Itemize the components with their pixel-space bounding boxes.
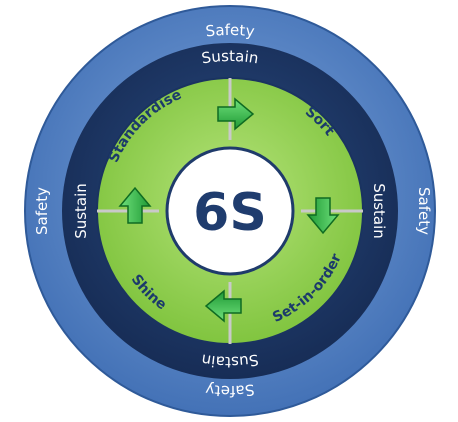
arrow-right-icon [217,97,255,131]
arrow-up-icon [118,186,152,224]
arrow-left-icon [204,289,242,323]
safety-label-right: Safety [415,187,433,235]
sustain-label-top: Sustain [200,47,260,68]
safety-label-left: Safety [33,187,51,235]
arrow-down-icon [306,197,340,235]
center-circle [165,146,295,276]
safety-label-bottom: Safety [204,380,255,400]
safety-label-top: Safety [205,21,256,41]
center-label: 6S [193,183,267,243]
sustain-label-right: Sustain [370,183,388,239]
sustain-label-left: Sustain [72,183,90,239]
sustain-label-bottom: Sustain [200,350,260,371]
